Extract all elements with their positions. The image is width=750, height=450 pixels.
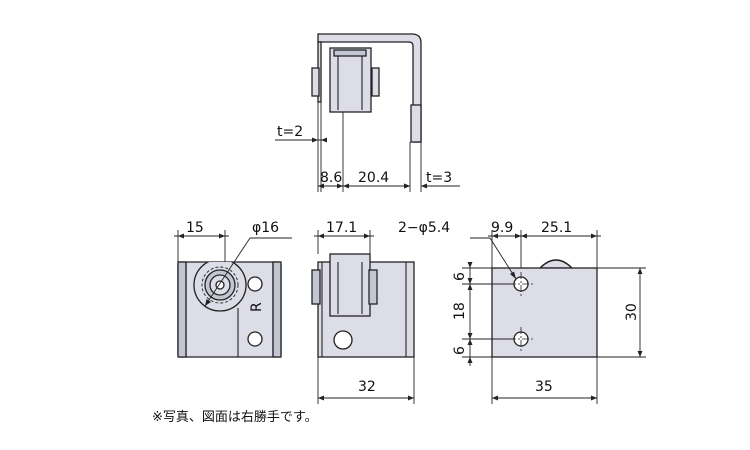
front-view-hole: [333, 330, 353, 350]
left-view-body: R: [177, 261, 282, 358]
dim-top-width-b: 20.4: [358, 170, 389, 186]
dim-top-width-a: 8.6: [320, 170, 342, 186]
dim-right-overall-width: 35: [535, 379, 553, 395]
dim-left-width: 15: [186, 220, 204, 236]
dim-hole-offset-x: 9.9: [491, 220, 513, 236]
dim-hole-spacing-x: 25.1: [541, 220, 572, 236]
left-side-view: R 15 φ16: [174, 220, 292, 358]
right-view-dimensions: 2−φ5.4 9.9 25.1 6 18 6 30 35: [398, 220, 646, 404]
front-view-body: [311, 253, 415, 358]
right-side-view: 2−φ5.4 9.9 25.1 6 18 6 30 35: [398, 220, 646, 404]
drawing-note: ※写真、図面は右勝手です。: [152, 410, 318, 425]
left-view-hole-bottom: [247, 331, 263, 347]
front-view: 17.1 32: [311, 220, 415, 404]
top-view: t=2 8.6 20.4 t=3: [275, 33, 460, 192]
dim-roller-diameter: φ16: [252, 220, 279, 236]
front-view-dimensions: 17.1 32: [314, 220, 415, 404]
hole-callout: 2−φ5.4: [398, 220, 450, 236]
dim-top-thickness-right: t=3: [426, 170, 452, 186]
side-mark-r: R: [249, 302, 265, 312]
dim-hole-spacing-y: 18: [452, 302, 468, 320]
dim-top-thickness-left: t=2: [277, 124, 303, 140]
left-view-hole-top: [247, 276, 263, 292]
dim-hole-offset-bottom: 6: [452, 346, 468, 355]
dim-overall-height: 30: [624, 303, 640, 321]
right-view-body: [491, 259, 598, 358]
dim-front-overall-width: 32: [358, 379, 376, 395]
dim-hole-offset-top: 6: [452, 272, 468, 281]
top-view-body: [311, 33, 422, 143]
top-view-dimensions: t=2 8.6 20.4 t=3: [275, 102, 460, 192]
left-view-dimensions: 15 φ16: [174, 220, 292, 307]
dim-front-roller-width: 17.1: [326, 220, 357, 236]
